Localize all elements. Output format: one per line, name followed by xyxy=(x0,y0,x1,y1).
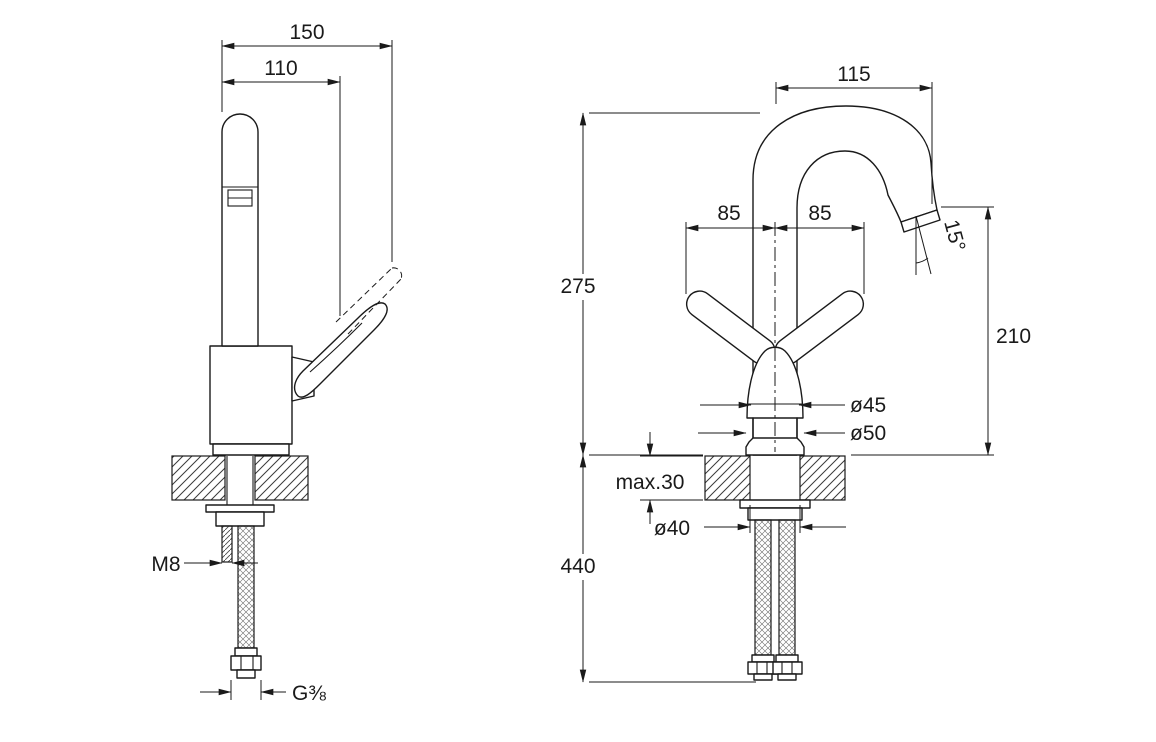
front-view-dimensions: 115 275 85 85 15° 210 ø45 xyxy=(556,63,1031,683)
side-view-dimensions: 150 110 M8 G⅜ xyxy=(151,21,393,705)
hose-fitting-left xyxy=(747,654,778,681)
dim-handle-swing-left: 85 xyxy=(717,202,740,225)
faucet-body-side xyxy=(209,345,293,445)
flex-hose-side xyxy=(237,525,255,649)
side-view: 150 110 M8 G⅜ xyxy=(151,21,403,705)
dim-overall-width: 150 xyxy=(289,21,324,44)
front-view: 115 275 85 85 15° 210 ø45 xyxy=(556,63,1031,683)
dim-stud-thread: M8 xyxy=(151,553,180,576)
flex-hose-left xyxy=(754,519,772,656)
aerator-side xyxy=(222,186,258,207)
dim-base-diameter: ø50 xyxy=(850,422,886,445)
shank-side xyxy=(226,456,254,505)
dim-handle-swing-right: 85 xyxy=(808,202,831,225)
dim-hose-length: 440 xyxy=(560,555,595,578)
mounting-hardware-side xyxy=(205,504,275,679)
faucet-base-side xyxy=(212,443,290,456)
spout-side xyxy=(221,113,259,347)
dim-spout-reach: 115 xyxy=(837,63,870,86)
countertop-section-side xyxy=(171,455,309,501)
hose-fitting-side xyxy=(230,647,262,679)
dim-hole-diameter: ø40 xyxy=(654,517,690,540)
flex-hose-right xyxy=(778,519,796,656)
faucet-base-front xyxy=(745,417,805,456)
dim-max-deck-thickness: max.30 xyxy=(616,471,685,494)
handle-side xyxy=(291,267,403,402)
handle-raised-position xyxy=(335,267,403,335)
hose-fitting-right xyxy=(772,654,803,681)
countertop-section-front xyxy=(704,455,846,501)
m8-stud xyxy=(221,525,233,563)
mounting-hardware-front xyxy=(739,499,811,681)
dim-outlet-angle: 15° xyxy=(939,217,969,254)
aerator-front xyxy=(900,209,941,233)
dim-spout-outlet-height: 210 xyxy=(996,325,1031,348)
dim-hose-connection: G⅜ xyxy=(292,682,326,705)
handle-front xyxy=(685,290,865,419)
dim-spout-offset: 110 xyxy=(264,57,297,80)
spout-front xyxy=(752,105,938,456)
dim-height-to-spout: 275 xyxy=(560,275,595,298)
dim-body-diameter: ø45 xyxy=(850,394,886,417)
